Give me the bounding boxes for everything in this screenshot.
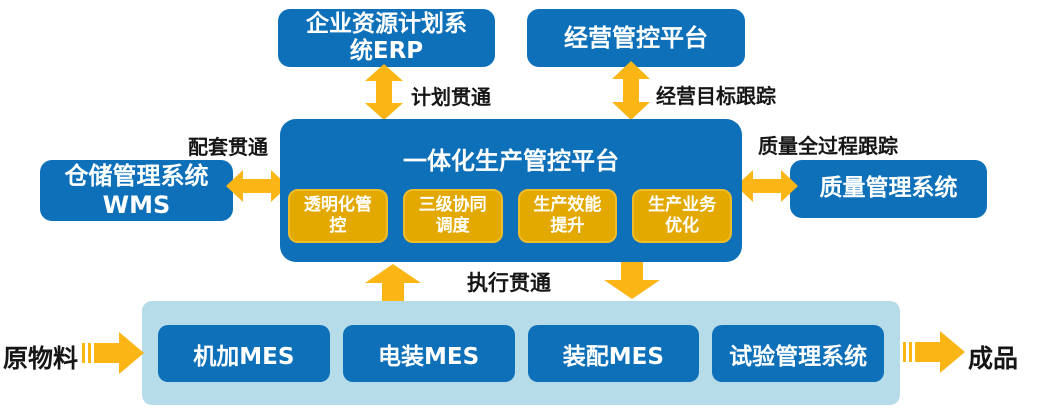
execution-down-arrow-icon bbox=[604, 262, 660, 299]
module-production-efficiency-box: 生产效能 提升 bbox=[517, 189, 618, 243]
target-double-arrow-icon bbox=[609, 61, 653, 120]
erp-system-label-line2: 统ERP bbox=[349, 38, 424, 64]
mes-layer-container: 机加MES 电装MES 装配MES 试验管理系统 bbox=[142, 301, 900, 405]
assembly-mes-box: 装配MES bbox=[527, 325, 700, 382]
supply-link-label: 配套贯通 bbox=[188, 135, 268, 159]
platform-module-row: 透明化管 控 三级协同 调度 生产效能 提升 生产业务 优化 bbox=[288, 189, 732, 243]
erp-system-label-line1: 企业资源计划系 bbox=[306, 10, 467, 37]
integrated-production-platform-title: 一体化生产管控平台 bbox=[403, 147, 619, 175]
module-transparent-control-line1: 透明化管 bbox=[303, 194, 372, 215]
module-business-optimization-line2: 优化 bbox=[665, 216, 700, 236]
electronic-assembly-mes-label: 电装MES bbox=[378, 343, 480, 370]
target-tracking-label: 经营目标跟踪 bbox=[656, 84, 776, 108]
quality-tracking-label: 质量全过程跟踪 bbox=[758, 134, 898, 158]
module-transparent-control-line2: 控 bbox=[329, 216, 347, 236]
module-three-level-scheduling-line2: 调度 bbox=[435, 216, 470, 236]
raw-material-arrow-icon bbox=[82, 331, 145, 375]
machining-mes-box: 机加MES bbox=[158, 325, 330, 382]
qms-label: 质量管理系统 bbox=[819, 175, 958, 202]
business-control-platform-label: 经营管控平台 bbox=[564, 23, 708, 52]
module-production-efficiency-line1: 生产效能 bbox=[533, 194, 602, 215]
erp-system-box: 企业资源计划系 统ERP bbox=[278, 9, 495, 67]
qms-box: 质量管理系统 bbox=[790, 160, 987, 218]
module-transparent-control-box: 透明化管 控 bbox=[288, 189, 388, 243]
finished-product-label: 成品 bbox=[968, 344, 1019, 373]
business-control-platform-box: 经营管控平台 bbox=[527, 9, 745, 67]
wms-label-line2: WMS bbox=[102, 190, 171, 219]
wms-label-line1: 仓储管理系统 bbox=[64, 162, 209, 191]
module-three-level-scheduling-box: 三级协同 调度 bbox=[402, 189, 503, 243]
test-management-system-label: 试验管理系统 bbox=[729, 343, 868, 370]
quality-double-arrow-icon bbox=[736, 167, 798, 205]
raw-material-label: 原物料 bbox=[3, 344, 79, 373]
test-management-system-box: 试验管理系统 bbox=[712, 325, 884, 382]
machining-mes-label: 机加MES bbox=[193, 343, 295, 370]
finished-product-arrow-icon bbox=[903, 330, 966, 374]
supply-double-arrow-icon bbox=[226, 167, 288, 205]
module-three-level-scheduling-line1: 三级协同 bbox=[418, 194, 487, 215]
module-business-optimization-box: 生产业务 优化 bbox=[632, 189, 732, 243]
plan-double-arrow-icon bbox=[362, 64, 406, 120]
execution-up-arrow-icon bbox=[365, 264, 421, 301]
module-production-efficiency-line2: 提升 bbox=[550, 216, 585, 236]
plan-link-label: 计划贯通 bbox=[411, 85, 491, 109]
execution-link-label: 执行贯通 bbox=[467, 271, 551, 295]
module-business-optimization-line1: 生产业务 bbox=[648, 194, 717, 215]
integrated-production-platform-box: 一体化生产管控平台 透明化管 控 三级协同 调度 生产效能 提升 生产业务 优化 bbox=[280, 119, 742, 262]
wms-box: 仓储管理系统 WMS bbox=[40, 160, 233, 221]
assembly-mes-label: 装配MES bbox=[562, 343, 664, 370]
electronic-assembly-mes-box: 电装MES bbox=[342, 325, 515, 382]
